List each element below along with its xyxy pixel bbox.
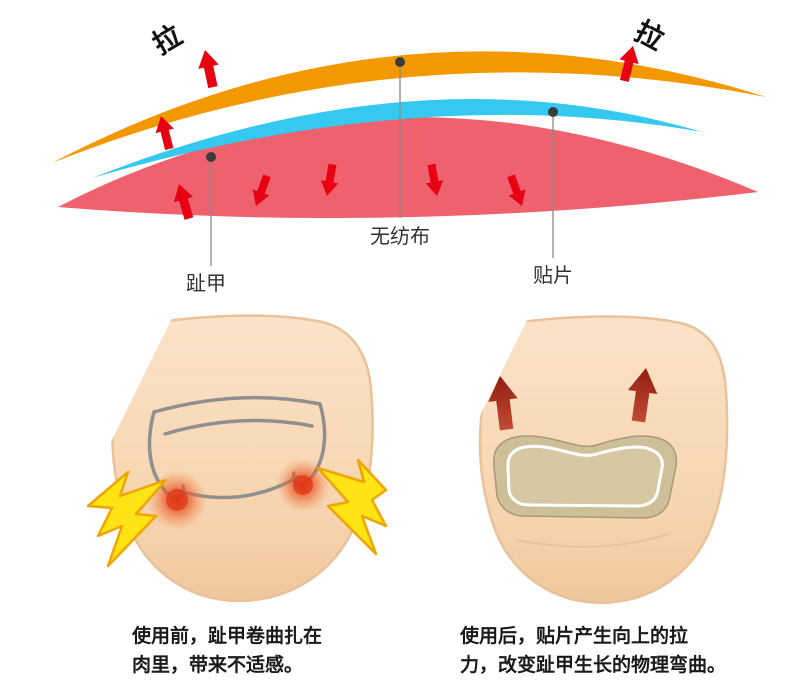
- nonwoven-callout: 无纺布: [370, 57, 430, 248]
- patch-callout: 贴片: [533, 107, 573, 287]
- after-figure: 使用后，贴片产生向上的拉 力，改变趾甲生长的物理弯曲。: [436, 310, 776, 679]
- inflammation-core-right: [293, 475, 313, 495]
- after-toe-illustration: [446, 310, 729, 605]
- toe-before-notch: [86, 310, 176, 444]
- after-caption-line2: 力，改变趾甲生长的物理弯曲。: [460, 653, 727, 676]
- after-caption: 使用后，贴片产生向上的拉 力，改变趾甲生长的物理弯曲。: [436, 622, 776, 679]
- before-figure: 使用前，趾甲卷曲扎在 肉里，带来不适感。: [72, 310, 412, 679]
- pull-label-right: 拉: [629, 14, 669, 56]
- nonwoven-label: 无纺布: [370, 224, 430, 248]
- nail-inner-fold: [163, 418, 314, 436]
- before-toe-illustration: [86, 310, 388, 603]
- after-caption-line1: 使用后，贴片产生向上的拉: [460, 625, 689, 647]
- pull-label-left: 拉: [147, 18, 188, 61]
- toe-crease-line: [515, 533, 669, 548]
- before-after-figures: 使用前，趾甲卷曲扎在 肉里，带来不适感。: [0, 310, 800, 679]
- before-caption-line1: 使用前，趾甲卷曲扎在: [132, 625, 323, 647]
- patch-label: 贴片: [533, 263, 573, 287]
- pain-bolt-left-icon: [86, 470, 168, 568]
- nail-layers-diagram: 拉 拉 无纺布 趾甲 贴片: [52, 14, 766, 295]
- nonwoven-layer-arc: [52, 51, 766, 163]
- before-caption: 使用前，趾甲卷曲扎在 肉里，带来不适感。: [72, 622, 412, 679]
- inflammation-core-left: [166, 489, 188, 511]
- toenail-callout: 趾甲: [186, 152, 226, 295]
- pull-arrow-top-left-icon: [194, 47, 224, 90]
- patch-layer-arc: [92, 99, 702, 178]
- patch-dot: [548, 107, 558, 117]
- toe-after-notch: [446, 310, 532, 436]
- pain-bolt-right-icon: [316, 458, 388, 556]
- toenail-dot: [206, 152, 216, 162]
- patch-inner-outline: [506, 444, 664, 508]
- nonwoven-dot: [395, 57, 405, 67]
- nail-top-edge: [152, 395, 322, 414]
- before-caption-line2: 肉里，带来不适感。: [132, 653, 304, 676]
- toenail-label: 趾甲: [186, 271, 226, 295]
